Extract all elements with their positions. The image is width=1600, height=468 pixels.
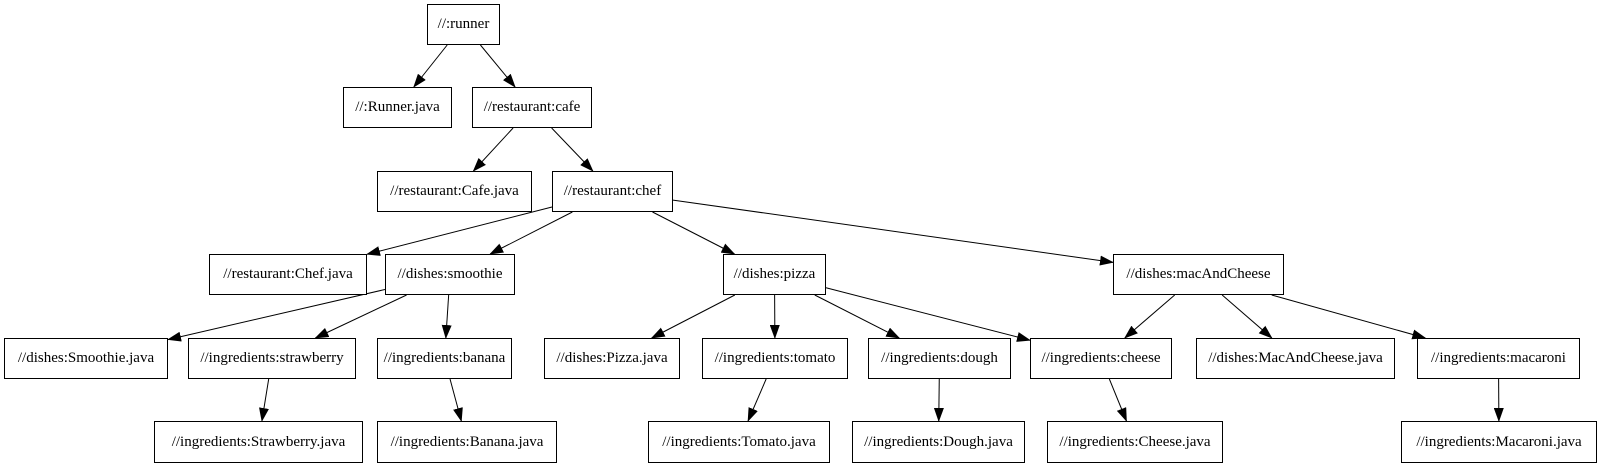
edge-strawberry-to-Strawberry_java <box>259 378 270 422</box>
edge-smoothie-to-Smoothie_java <box>167 289 386 342</box>
graph-node-Tomato_java: //ingredients:Tomato.java <box>648 421 830 463</box>
edge-runner-to-Runner_java <box>413 44 448 88</box>
graph-node-Runner_java: //:Runner.java <box>343 87 452 128</box>
graph-node-Strawberry_java: //ingredients:Strawberry.java <box>154 421 363 463</box>
edge-macAndCheese-to-cheese <box>1124 294 1176 339</box>
graph-node-cafe: //restaurant:cafe <box>472 87 592 128</box>
graph-node-dough: //ingredients:dough <box>868 338 1011 379</box>
edge-runner-to-cafe <box>480 44 516 88</box>
edge-chef-to-Chef_java <box>366 206 553 256</box>
edge-pizza-to-Pizza_java <box>650 294 736 339</box>
graph-node-pizza: //dishes:pizza <box>723 254 826 295</box>
graph-node-Pizza_java: //dishes:Pizza.java <box>544 338 680 379</box>
edge-chef-to-smoothie <box>489 211 573 255</box>
graph-node-Smoothie_java: //dishes:Smoothie.java <box>4 338 168 379</box>
graph-node-tomato: //ingredients:tomato <box>702 338 848 379</box>
edge-tomato-to-Tomato_java <box>747 378 767 422</box>
graph-node-MacAndCheese_java: //dishes:MacAndCheese.java <box>1196 338 1395 379</box>
edge-smoothie-to-strawberry <box>314 294 407 339</box>
graph-node-banana: //ingredients:banana <box>377 338 512 379</box>
graph-node-macaroni: //ingredients:macaroni <box>1417 338 1580 379</box>
edge-smoothie-to-banana <box>441 294 452 339</box>
graph-node-Macaroni_java: //ingredients:Macaroni.java <box>1401 421 1597 463</box>
edge-macAndCheese-to-macaroni <box>1271 294 1427 340</box>
graph-node-chef: //restaurant:chef <box>552 171 673 212</box>
graph-node-smoothie: //dishes:smoothie <box>385 254 515 295</box>
graph-node-Cheese_java: //ingredients:Cheese.java <box>1047 421 1223 463</box>
graph-node-strawberry: //ingredients:strawberry <box>188 338 356 379</box>
graph-node-cheese: //ingredients:cheese <box>1030 338 1172 379</box>
edge-cheese-to-Cheese_java <box>1108 378 1127 422</box>
graph-node-Dough_java: //ingredients:Dough.java <box>852 421 1025 463</box>
graph-node-Cafe_java: //restaurant:Cafe.java <box>377 171 532 212</box>
edge-banana-to-Banana_java <box>449 378 463 422</box>
graph-node-macAndCheese: //dishes:macAndCheese <box>1113 254 1284 295</box>
graph-node-Banana_java: //ingredients:Banana.java <box>377 421 557 463</box>
edge-cafe-to-Cafe_java <box>472 127 514 172</box>
edge-dough-to-Dough_java <box>933 378 944 422</box>
edge-macAndCheese-to-MacAndCheese_java <box>1221 294 1273 339</box>
edge-pizza-to-cheese <box>825 287 1031 342</box>
edge-cafe-to-chef <box>551 127 594 172</box>
edge-chef-to-macAndCheese <box>672 199 1114 266</box>
edge-pizza-to-dough <box>814 294 901 339</box>
graph-node-runner: //:runner <box>427 4 500 45</box>
graph-node-Chef_java: //restaurant:Chef.java <box>209 254 367 295</box>
edge-chef-to-pizza <box>652 211 736 255</box>
